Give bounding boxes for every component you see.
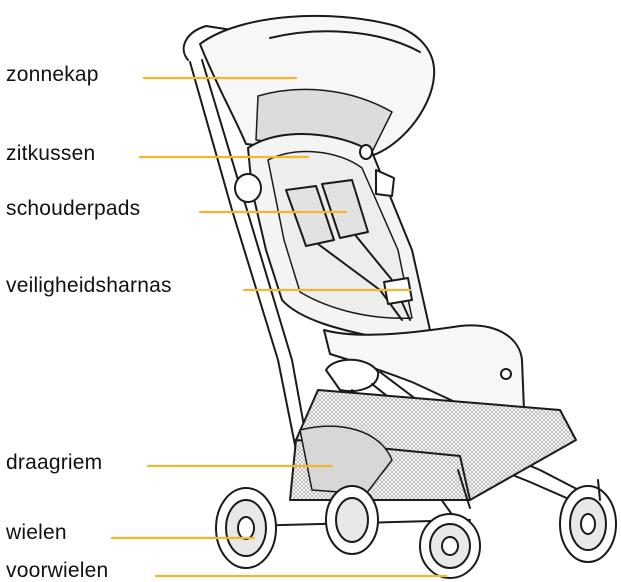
hinge-canopy (360, 145, 372, 159)
front-wheel-right (560, 486, 616, 562)
rear-wheel-right (326, 486, 378, 554)
label-wielen: wielen (6, 522, 67, 543)
rear-wheel-left (216, 488, 276, 568)
front-wheel-left (420, 514, 480, 578)
fold-joint (326, 360, 378, 391)
label-schouderpads: schouderpads (6, 198, 140, 219)
label-zonnekap: zonnekap (6, 64, 99, 85)
label-voorwielen: voorwielen (6, 560, 108, 581)
label-draagriem: draagriem (6, 452, 102, 473)
hinge-upper (235, 174, 261, 202)
label-zitkussen: zitkussen (6, 143, 95, 164)
label-veiligheidsharnas: veiligheidsharnas (6, 275, 172, 296)
seat-button (501, 369, 511, 379)
side-arm (376, 170, 394, 196)
